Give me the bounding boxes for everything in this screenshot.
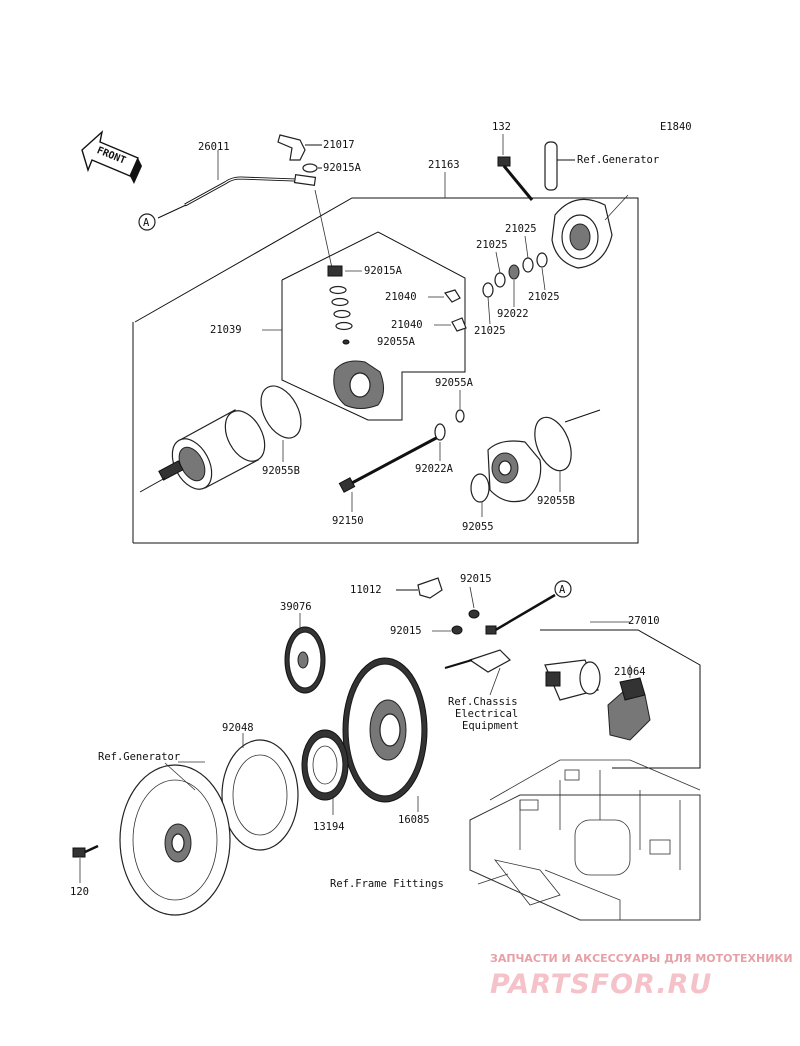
label-ref-chassis-1: Ref.Chassis (448, 696, 518, 708)
diagram-code: E1840 (660, 121, 692, 133)
relay-cover-21064 (607, 677, 651, 741)
starter-clutch-gear-16085 (342, 657, 428, 803)
label-92048: 92048 (222, 722, 254, 734)
label-ref-chassis-2: Electrical (455, 708, 518, 720)
label-92150: 92150 (332, 515, 364, 527)
watermark-logo: PARTSFOR.RU (490, 969, 712, 1000)
through-bolt-92150 (338, 434, 441, 493)
oring-92055a (455, 409, 465, 423)
generator-rotor (119, 762, 231, 916)
label-27010: 27010 (628, 615, 660, 627)
front-arrow-icon: FRONT (81, 130, 142, 184)
cable-bolt (491, 593, 556, 634)
label-ref-generator-top: Ref.Generator (577, 154, 659, 166)
nut-92015-a (468, 609, 480, 619)
front-cover (487, 440, 542, 503)
label-132: 132 (492, 121, 511, 133)
label-92022a: 92022A (415, 463, 454, 475)
terminal-stack (327, 265, 353, 345)
label-120: 120 (70, 886, 89, 898)
label-21025-c: 21025 (528, 291, 560, 303)
label-92015a-mid: 92015A (364, 265, 403, 277)
label-21064: 21064 (614, 666, 646, 678)
label-21040-a: 21040 (385, 291, 417, 303)
label-ref-frame-fittings: Ref.Frame Fittings (330, 878, 444, 890)
label-21025-a: 21025 (505, 223, 537, 235)
one-way-clutch-13194 (301, 729, 349, 801)
label-21039: 21039 (210, 324, 242, 336)
oring-92055b-left (260, 385, 302, 439)
starter-assembly-frame (132, 197, 639, 544)
label-21017: 21017 (323, 139, 355, 151)
brush-21040 (443, 289, 467, 332)
label-21025-d: 21025 (474, 325, 506, 337)
label-ref-chassis-3: Equipment (462, 720, 519, 732)
starter-motor-yoke (139, 409, 266, 493)
idler-gear-39076 (284, 626, 326, 694)
cable-26011: A (138, 150, 317, 231)
label-26011: 26011 (198, 141, 230, 153)
watermark: ЗАПЧАСТИ И АКСЕССУАРЫ ДЛЯ МОТОТЕХНИКИ PA… (490, 952, 793, 1000)
label-92055b-a: 92055B (262, 465, 300, 477)
terminal-cap-21017 (277, 134, 322, 173)
label-21025-b: 21025 (476, 239, 508, 251)
ref-a-marker: A (143, 217, 150, 229)
label-92022: 92022 (497, 308, 529, 320)
washer-92022a (434, 423, 446, 441)
starter-relay-27010 (444, 649, 601, 701)
label-92015-b: 92015 (390, 625, 422, 637)
oring-92055 (470, 473, 490, 503)
cap-11012 (396, 577, 443, 599)
watermark-tagline: ЗАПЧАСТИ И АКСЕССУАРЫ ДЛЯ МОТОТЕХНИКИ (490, 952, 793, 965)
end-cover-21163 (551, 194, 629, 269)
label-92055b-b: 92055B (537, 495, 575, 507)
bolt-132: 132 (492, 121, 534, 201)
clutch-plate-92048 (221, 739, 299, 851)
label-92055: 92055 (462, 521, 494, 533)
label-39076: 39076 (280, 601, 312, 613)
oring-92055b-right (534, 416, 572, 472)
label-92055a-b: 92055A (435, 377, 474, 389)
label-11012: 11012 (350, 584, 382, 596)
frame-fittings (469, 759, 701, 921)
generator-lever: Ref.Generator (544, 141, 659, 191)
label-13194: 13194 (313, 821, 345, 833)
nut-92015-b (451, 625, 463, 635)
label-16085: 16085 (398, 814, 430, 826)
label-ref-generator-bottom: Ref.Generator (98, 751, 180, 763)
label-92015a-top: 92015A (323, 162, 362, 174)
label-21163: 21163 (428, 159, 460, 171)
ref-a-marker-bottom: A (559, 584, 566, 596)
washer-stack (482, 252, 548, 298)
label-92015-a: 92015 (460, 573, 492, 585)
label-21040-b: 21040 (391, 319, 423, 331)
label-92055a-a: 92055A (377, 336, 416, 348)
bolt-120 (72, 844, 99, 858)
brush-holder-21039 (333, 360, 384, 409)
